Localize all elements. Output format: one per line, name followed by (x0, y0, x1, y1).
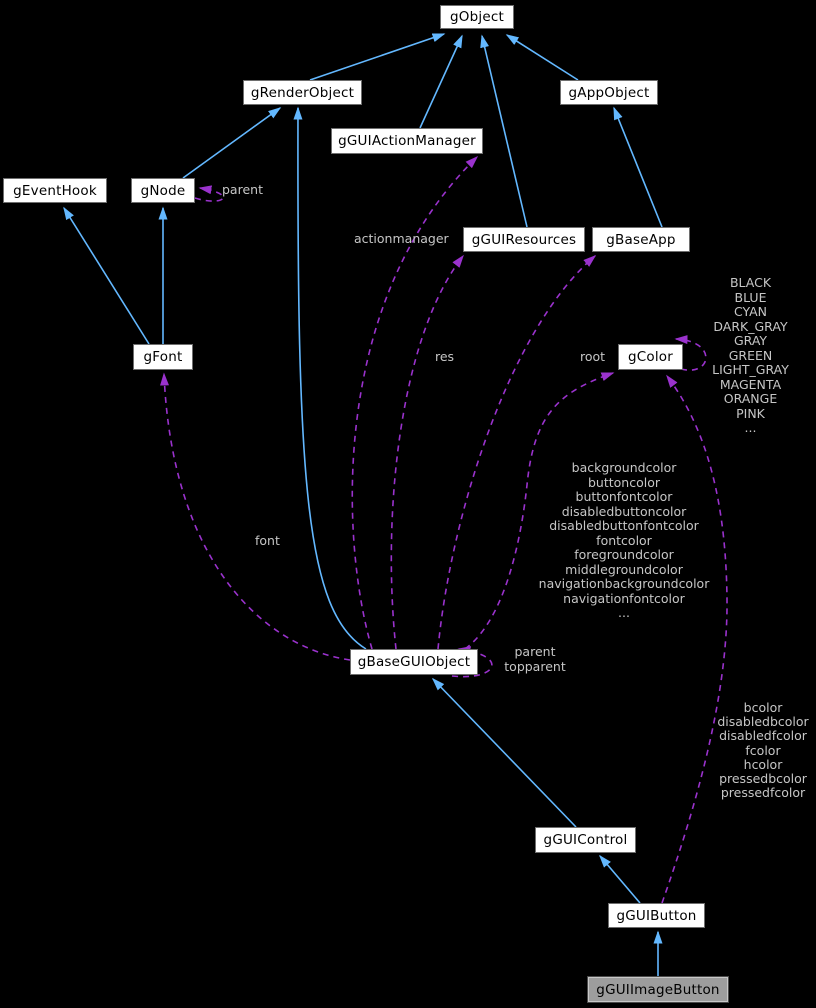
class-label: gGUIActionManager (338, 133, 476, 149)
class-node-gbaseguiobject[interactable]: gBaseGUIObject (350, 649, 478, 675)
edge-gbaseguiobject-grenderobject (293, 106, 367, 650)
class-node-gguicontrol[interactable]: gGUIControl (535, 827, 636, 853)
edge-gbaseguiobject-gcolor (464, 372, 615, 650)
edge-gbaseguiobject-gbaseapp (437, 255, 597, 650)
edge-gbaseguiobject-gguiactionmanager (351, 155, 479, 650)
edge-gfont-geventhook (63, 206, 150, 345)
class-label: gNode (140, 182, 186, 199)
class-label: gRenderObject (250, 84, 355, 101)
class-node-gguiresources[interactable]: gGUIResources (463, 227, 585, 252)
edge-grenderobject-gobject (309, 33, 446, 81)
class-label: gGUIResources (471, 231, 577, 248)
class-label: gObject (450, 9, 504, 25)
edge-gguibutton-gcolor (661, 374, 728, 904)
class-label: gGUIButton (616, 907, 697, 924)
edge-gguiresources-gobject (480, 34, 528, 228)
class-label: gEventHook (13, 182, 97, 199)
class-node-grenderobject[interactable]: gRenderObject (243, 80, 362, 105)
class-label: gFont (143, 349, 183, 365)
class-node-gnode[interactable]: gNode (131, 178, 195, 203)
edge-gnode-self-parent (194, 185, 224, 202)
class-node-gbaseapp[interactable]: gBaseApp (592, 227, 690, 252)
edge-gguicontrol-gbaseguiobject (431, 677, 577, 828)
edge-gnode-grenderobject (182, 107, 282, 179)
edge-gbaseguiobject-gfont (160, 372, 351, 661)
class-label: gColor (627, 349, 674, 365)
class-node-geventhook[interactable]: gEventHook (3, 178, 107, 203)
edge-gappobject-gobject (505, 34, 579, 81)
edge-gguibutton-gguicontrol (599, 854, 641, 904)
class-node-gcolor[interactable]: gColor (618, 344, 683, 370)
class-node-gobject[interactable]: gObject (440, 5, 514, 29)
class-node-gguiimagebutton[interactable]: gGUIImageButton (587, 976, 729, 1003)
class-node-gfont[interactable]: gFont (133, 344, 193, 370)
class-label: gGUIControl (543, 832, 628, 848)
edge-gbaseapp-gappobject (613, 106, 663, 228)
edge-gcolor-self-constants (674, 335, 707, 371)
class-label: gBaseApp (606, 231, 676, 248)
class-label: gGUIImageButton (596, 981, 720, 998)
class-node-gguibutton[interactable]: gGUIButton (608, 903, 705, 928)
class-node-gguiactionmanager[interactable]: gGUIActionManager (331, 128, 483, 154)
edge-gbaseguiobject-gguiresources (390, 254, 464, 650)
edge-gguiactionmanager-gobject (419, 34, 463, 129)
class-label: gAppObject (568, 84, 650, 101)
class-label: gBaseGUIObject (357, 654, 471, 670)
class-node-gappobject[interactable]: gAppObject (560, 80, 658, 105)
